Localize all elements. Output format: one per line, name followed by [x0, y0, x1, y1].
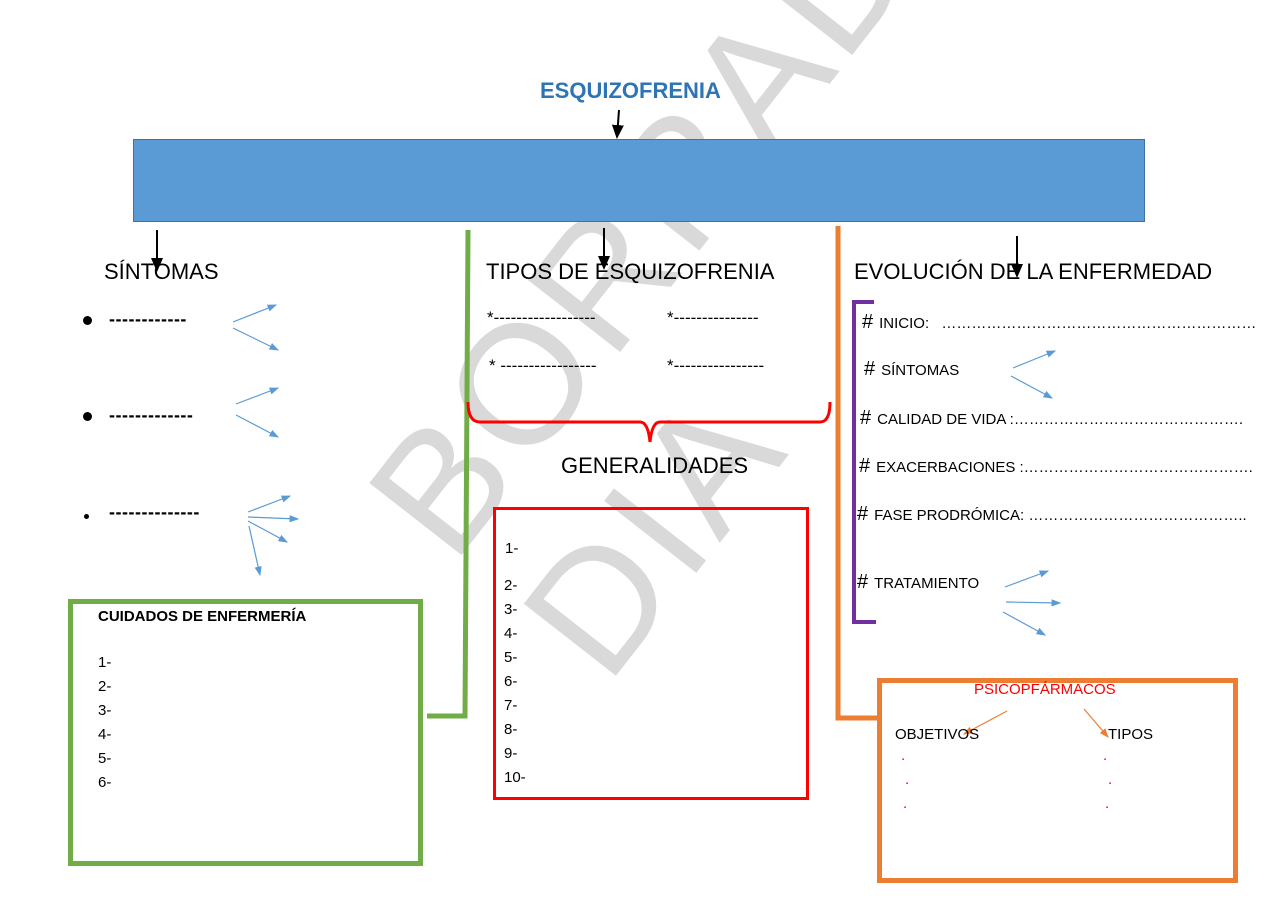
red-brace	[466, 401, 832, 443]
list-item: 5-	[98, 750, 112, 767]
tipos-row1-left: *------------------	[487, 308, 596, 327]
bullet-icon	[83, 412, 92, 421]
arrow-to-banner	[611, 109, 624, 139]
list-item: 4-	[98, 726, 112, 743]
evolucion-item-fase: #FASE PRODRÓMICA: ……………………………………..	[857, 503, 1247, 525]
green-divider	[427, 229, 471, 719]
tipos-row1-right: *---------------	[667, 308, 759, 327]
evolucion-item-tratamiento: #TRATAMIENTO	[857, 571, 980, 593]
hash-icon: #	[864, 358, 876, 380]
objetivos-dot: .	[901, 747, 906, 764]
objetivos-dot: .	[905, 771, 910, 788]
evolucion-item-calidad: #CALIDAD DE VIDA :……………………………………….	[860, 407, 1244, 429]
evolucion-item-inicio: #INICIO: ………………………………………………………	[862, 311, 1257, 333]
list-item: 1-	[98, 654, 112, 671]
hash-icon: #	[859, 455, 871, 477]
list-item: 6-	[98, 774, 112, 791]
tipos-heading: TIPOS DE ESQUIZOFRENIA	[486, 259, 775, 284]
list-item: 5-	[504, 649, 518, 666]
list-item: 8-	[504, 721, 518, 738]
list-item: 9-	[504, 745, 518, 762]
purple-bracket	[852, 300, 876, 624]
sintomas-heading: SÍNTOMAS	[104, 259, 219, 284]
page-title: ESQUIZOFRENIA	[540, 78, 721, 103]
generalidades-box: 1- 2- 3- 4- 5- 6- 7- 8- 9- 10-	[493, 507, 809, 800]
list-item: 2-	[504, 577, 518, 594]
list-item: 1-	[505, 540, 519, 557]
objetivos-label: OBJETIVOS	[895, 726, 980, 743]
hash-icon: #	[860, 407, 872, 429]
evolucion-item-sintomas: #SÍNTOMAS	[864, 358, 960, 380]
generalidades-list: 2- 3- 4- 5- 6- 7- 8- 9- 10-	[504, 574, 526, 790]
bullet-icon	[83, 316, 92, 325]
cuidados-box: CUIDADOS DE ENFERMERÍA 1- 2- 3- 4- 5- 6-	[68, 599, 423, 866]
hash-icon: #	[857, 503, 869, 525]
tipos-label: TIPOS	[1108, 726, 1154, 743]
hash-icon: #	[857, 571, 869, 593]
list-item: 2-	[98, 678, 112, 695]
cuidados-list: 1- 2- 3- 4- 5- 6-	[98, 651, 111, 795]
psicofarmacos-heading: PSICOPFÁRMACOS	[974, 681, 1116, 698]
generalidades-heading: GENERALIDADES	[561, 453, 749, 478]
sintomas-item-3: --------------	[109, 502, 200, 522]
list-item: 3-	[504, 601, 518, 618]
psicofarmacos-box: PSICOPFÁRMACOS OBJETIVOS TIPOS . . . . .…	[877, 678, 1238, 883]
tipos-row2-right: *----------------	[667, 356, 765, 375]
cuidados-heading: CUIDADOS DE ENFERMERÍA	[98, 608, 307, 625]
evolucion-heading: EVOLUCIÓN DE LA ENFERMEDAD	[854, 259, 1213, 284]
list-item: 7-	[504, 697, 518, 714]
hash-icon: #	[862, 311, 874, 333]
orange-divider	[835, 226, 878, 721]
tipos-row2-left: * -----------------	[489, 356, 597, 375]
tipos-dot: .	[1103, 747, 1108, 764]
sintomas-item-2: -------------	[109, 405, 194, 425]
title-banner[interactable]	[133, 139, 1145, 222]
list-item: 3-	[98, 702, 112, 719]
sintomas-item-1: ------------	[109, 309, 187, 329]
list-item: 4-	[504, 625, 518, 642]
list-item: 10-	[504, 769, 526, 786]
evolucion-item-exacerbaciones: #EXACERBACIONES :……………………………………….	[859, 455, 1253, 477]
list-item: 6-	[504, 673, 518, 690]
bullet-icon	[84, 514, 89, 519]
tipos-dot: .	[1108, 771, 1113, 788]
tipos-dot: .	[1105, 795, 1110, 812]
objetivos-dot: .	[903, 795, 908, 812]
